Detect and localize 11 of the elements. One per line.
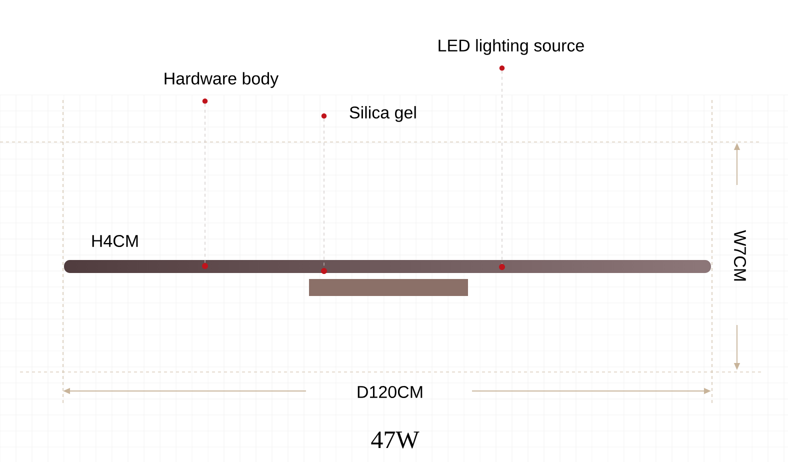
dimension-label: W7CM — [734, 230, 746, 281]
dimension-label: D120CM — [358, 386, 422, 398]
power-label: 47W — [371, 432, 420, 448]
point-marker — [499, 264, 505, 270]
callout-label: Silica gel — [321, 106, 416, 122]
callout-label: LED lighting source — [438, 39, 584, 71]
callout-label: Hardware body — [164, 72, 279, 104]
point-marker — [202, 263, 208, 269]
point-marker — [321, 268, 327, 274]
dimension-label: H4CM — [92, 234, 138, 248]
leader-line — [204, 103, 206, 264]
